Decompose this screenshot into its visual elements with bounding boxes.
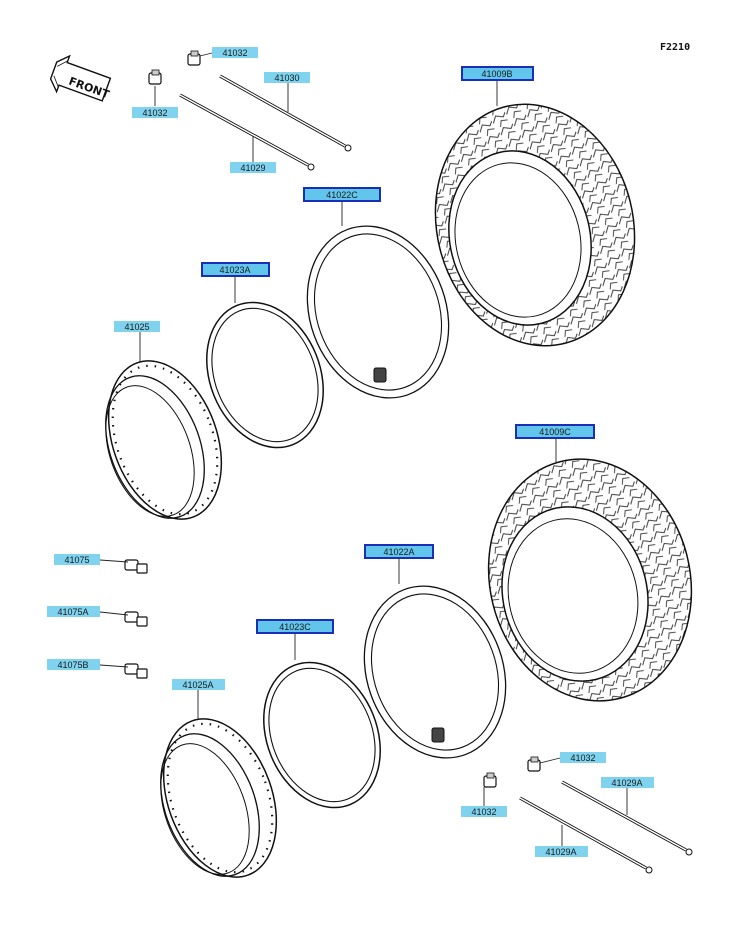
part-label[interactable]: 41029A [601,777,654,788]
tube-41022A [363,585,507,759]
part-label[interactable]: 41025 [114,321,160,332]
rim-band-41023C [263,661,381,809]
part-number: 41029A [611,778,642,788]
part-label-boxed[interactable]: 41022A [364,544,434,559]
part-number: 41023A [219,265,250,275]
valve-icon [124,611,148,627]
part-label-boxed[interactable]: 41023A [201,262,270,277]
rod-41029A-lower [519,796,653,874]
part-number: 41025A [182,680,213,690]
part-number: 41025 [124,322,149,332]
tube-41022C [306,225,450,399]
part-number: 41032 [570,753,595,763]
valve-cap-icon [187,50,201,66]
part-label[interactable]: 41032 [212,47,258,58]
diagram-code: F2210 [660,42,690,53]
part-label-boxed[interactable]: 41023C [256,619,334,634]
valve-icon [124,559,148,574]
front-arrow-icon [49,54,112,102]
part-label[interactable]: 41030 [264,72,310,83]
valve-cap-icon [483,772,497,788]
part-number: 41032 [471,807,496,817]
part-label[interactable]: 41032 [560,752,606,763]
part-label[interactable]: 41032 [461,806,507,817]
valve-icon [124,663,148,679]
rim-41025A [160,718,278,878]
rod-41029A-upper [561,780,693,856]
part-label[interactable]: 41025A [172,679,225,690]
part-number: 41009C [539,427,571,437]
leader-lines [99,52,628,846]
rim-band-41023A [206,301,324,449]
part-number: 41022C [326,190,358,200]
rim-41025 [105,360,223,520]
part-label[interactable]: 41075B [47,659,100,670]
part-number: 41022A [383,547,414,557]
tire-41009C [487,458,693,702]
part-number: 41075B [57,660,88,670]
part-number: 41009B [481,69,512,79]
part-number: 41075 [64,555,89,565]
part-number: 41029A [545,847,576,857]
part-label[interactable]: 41075A [47,606,100,617]
rod-41030 [219,74,352,152]
part-label-boxed[interactable]: 41009B [461,66,534,81]
tire-41009B [434,103,636,347]
valve-cap-icon [527,756,541,772]
part-label-boxed[interactable]: 41022C [303,187,381,202]
part-label[interactable]: 41029 [230,162,276,173]
part-number: 41023C [279,622,311,632]
part-label[interactable]: 41075 [54,554,100,565]
part-number: 41032 [142,108,167,118]
part-label[interactable]: 41032 [132,107,178,118]
part-label[interactable]: 41029A [535,846,588,857]
part-label-boxed[interactable]: 41009C [515,424,595,439]
part-number: 41032 [222,48,247,58]
part-number: 41075A [57,607,88,617]
part-number: 41029 [240,163,265,173]
rod-41029 [179,93,315,171]
part-number: 41030 [274,73,299,83]
valve-cap-icon [148,69,162,85]
